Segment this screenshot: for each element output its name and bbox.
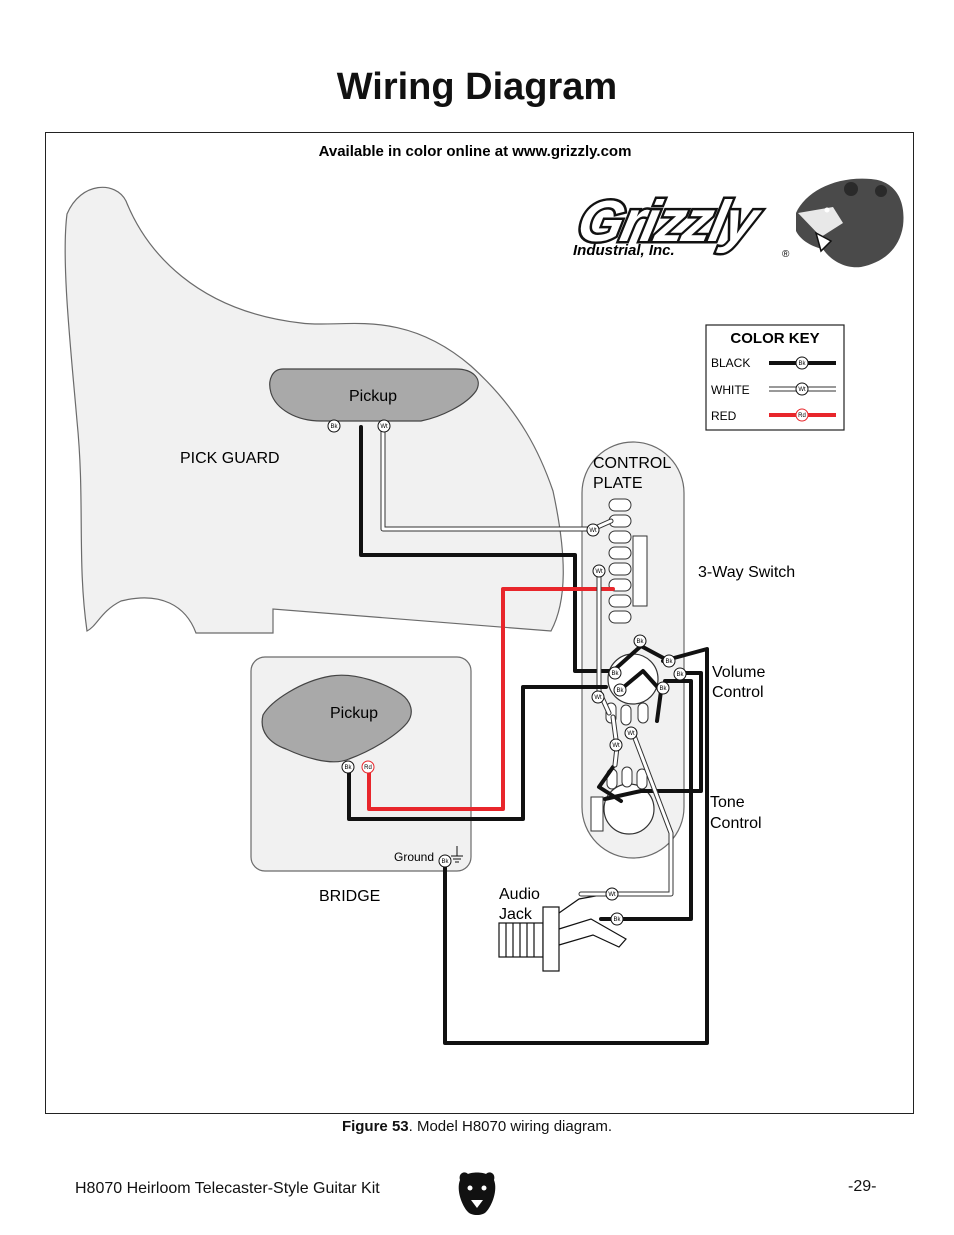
wire-black-link-3: [597, 765, 623, 803]
bridge-label: BRIDGE: [319, 888, 380, 905]
figure-caption: Figure 53. Model H8070 wiring diagram.: [0, 1118, 954, 1135]
svg-text:Wt: Wt: [594, 695, 602, 701]
svg-text:Bk: Bk: [798, 361, 806, 367]
wire-tag: Bk: [608, 666, 622, 680]
wire-tag: Bk: [327, 419, 341, 433]
svg-text:Wt: Wt: [627, 731, 635, 737]
neck-pickup: [269, 368, 479, 422]
color-key-row-white: WHITE Wt: [711, 382, 836, 397]
color-key-row-red: RED Rd: [711, 408, 836, 423]
tone-label-2: Control: [710, 815, 762, 832]
wire-tag: Bk: [633, 634, 647, 648]
wire-tag: Bk: [673, 667, 687, 681]
page-title: Wiring Diagram: [336, 66, 618, 108]
diagram-frame: Available in color online at www.grizzly…: [45, 132, 914, 1114]
volume-label-1: Volume: [712, 664, 765, 681]
control-plate-label-2: PLATE: [593, 475, 643, 492]
bridge-pickup: [261, 674, 412, 763]
bear-head-icon: [458, 1172, 496, 1215]
grizzly-wordmark: Grizzly: [572, 190, 767, 254]
wire-white-neck: [381, 425, 613, 531]
wire-red-bridge: [367, 587, 615, 811]
wire-tag: Wt: [591, 690, 605, 704]
wire-tag: Wt: [624, 726, 638, 740]
ground-label: Ground: [394, 850, 434, 864]
svg-text:Rd: Rd: [798, 413, 806, 419]
wire-black-bridge: [347, 685, 608, 821]
svg-text:Bk: Bk: [441, 859, 449, 865]
color-key: COLOR KEY BLACK Bk WHITE Wt RED Rd: [705, 324, 845, 431]
svg-text:Bk: Bk: [613, 917, 621, 923]
wire-tag: Rd: [361, 760, 375, 774]
grizzly-subline: Industrial, Inc.: [573, 242, 675, 259]
jack-label-2: Jack: [499, 906, 533, 923]
svg-text:Bk: Bk: [659, 686, 667, 692]
svg-text:Bk: Bk: [330, 424, 338, 430]
jack-label-1: Audio: [499, 886, 540, 903]
svg-text:Wt: Wt: [612, 743, 620, 749]
wire-tag: Wt: [377, 419, 391, 433]
wire-tag: Bk: [438, 854, 452, 868]
online-note: Available in color online at www.grizzly…: [319, 143, 632, 160]
color-key-row-black: BLACK Bk: [711, 356, 836, 370]
tone-capacitor: [590, 796, 604, 832]
svg-text:Wt: Wt: [608, 892, 616, 898]
svg-text:Bk: Bk: [344, 765, 352, 771]
svg-text:Wt: Wt: [589, 528, 597, 534]
wiring-diagram: Available in color online at www.grizzly…: [64, 143, 904, 1045]
svg-text:Bk: Bk: [636, 639, 644, 645]
svg-text:WHITE: WHITE: [711, 383, 750, 397]
svg-text:BLACK: BLACK: [711, 356, 750, 370]
wire-tag: Bk: [341, 760, 355, 774]
svg-text:Rd: Rd: [364, 765, 372, 771]
registered-mark: ®: [782, 249, 790, 260]
svg-text:Bk: Bk: [611, 671, 619, 677]
svg-text:Bk: Bk: [665, 659, 673, 665]
svg-text:Bk: Bk: [676, 672, 684, 678]
grizzly-logo: Grizzly Industrial, Inc. ®: [570, 178, 904, 268]
wire-tag: Wt: [605, 887, 619, 901]
svg-text:Wt: Wt: [595, 569, 603, 575]
wire-tag: Bk: [613, 683, 627, 697]
page-number: -29-: [848, 1178, 877, 1195]
wire-black-link-2: [617, 669, 663, 723]
wire-tag: Wt: [592, 564, 606, 578]
wire-black-ground: [443, 647, 709, 1045]
control-plate: [581, 441, 685, 859]
wire-tag: Bk: [662, 654, 676, 668]
figure-caption-text: . Model H8070 wiring diagram.: [408, 1118, 613, 1135]
svg-text:RED: RED: [711, 409, 737, 423]
wire-black-neck: [359, 425, 615, 673]
footer-title: H8070 Heirloom Telecaster-Style Guitar K…: [75, 1180, 380, 1197]
wire-black-jack: [599, 679, 693, 921]
svg-text:Wt: Wt: [380, 424, 388, 430]
wire-tag: Bk: [656, 681, 670, 695]
three-way-switch: [608, 498, 648, 624]
color-key-title: COLOR KEY: [730, 330, 819, 347]
switch-label: 3-Way Switch: [698, 564, 795, 581]
control-plate-label-1: CONTROL: [593, 455, 671, 472]
wire-tag: Bk: [610, 912, 624, 926]
svg-text:Bk: Bk: [616, 688, 624, 694]
wire-black-volume-tone: [603, 671, 703, 801]
wire-tag: Wt: [586, 523, 600, 537]
grizzly-bear-logo-icon: [796, 178, 904, 268]
svg-text:Wt: Wt: [798, 387, 806, 393]
wire-white-jack: [579, 731, 673, 896]
volume-label-2: Control: [712, 684, 764, 701]
figure-caption-number: Figure 53: [341, 1118, 409, 1135]
audio-jack: [498, 894, 627, 972]
wire-tag: Wt: [609, 738, 623, 752]
neck-pickup-label: Pickup: [349, 388, 397, 405]
bridge-pickup-label: Pickup: [330, 705, 378, 722]
tone-label-1: Tone: [710, 794, 745, 811]
pick-guard-label: PICK GUARD: [180, 450, 280, 467]
ground-symbol-icon: [451, 846, 463, 863]
